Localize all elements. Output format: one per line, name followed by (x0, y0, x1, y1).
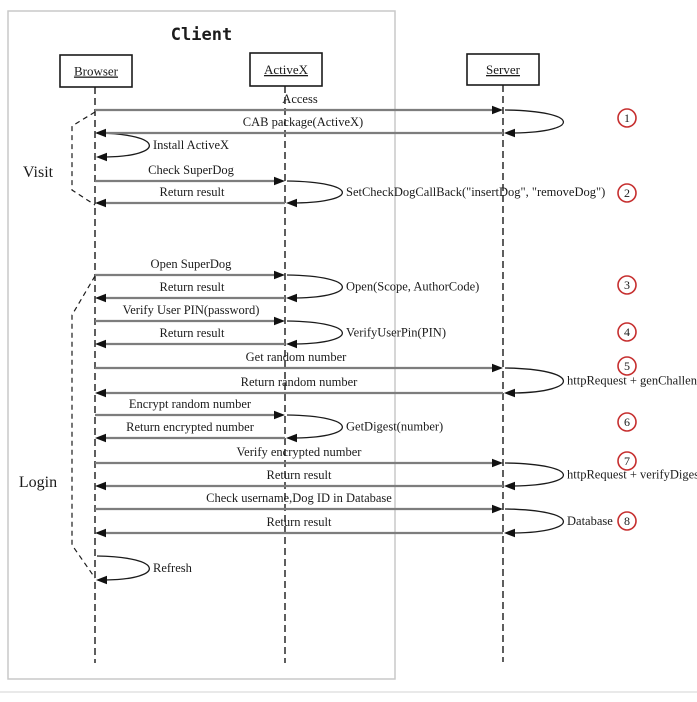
annotation-number: 4 (624, 325, 630, 339)
actor-label-browser: Browser (74, 64, 119, 79)
message-arrowhead (95, 293, 106, 303)
message-label: Return result (160, 185, 225, 199)
self-call-arrowhead (286, 339, 297, 349)
annotation-number: 7 (624, 454, 630, 468)
actor-label-server: Server (486, 62, 521, 77)
annotation-circle-5 (617, 356, 637, 376)
self-call-arrowhead (286, 433, 297, 443)
message-arrowhead (492, 504, 503, 514)
phase-label-visit: Visit (23, 164, 54, 181)
message-label: Return result (160, 280, 225, 294)
message-label: Open SuperDog (151, 257, 233, 271)
self-call-arc-activex (286, 414, 343, 439)
message-label: Return result (267, 468, 332, 482)
self-call-arrowhead (96, 575, 107, 585)
message-label: Return encrypted number (126, 420, 255, 434)
annotation-number: 3 (624, 278, 630, 292)
actor-box-activex (249, 52, 323, 87)
message-arrowhead (95, 198, 106, 208)
self-call-arc-activex (286, 320, 343, 345)
message-arrowhead (95, 388, 106, 398)
message-arrowhead (274, 316, 285, 326)
message-label: Verify User PIN(password) (123, 303, 260, 317)
self-call-arrowhead (96, 152, 107, 162)
message-label: CAB package(ActiveX) (243, 115, 363, 129)
self-call-arc-activex (286, 180, 343, 204)
actor-box-browser (59, 54, 133, 88)
message-label: Get random number (246, 350, 348, 364)
phase-label-login: Login (19, 474, 57, 491)
self-call-arc-server (504, 508, 564, 534)
self-call-label: Database (567, 514, 613, 528)
annotation-circle-6 (617, 412, 637, 432)
client-frame (7, 10, 396, 680)
annotation-circle-8 (617, 511, 637, 531)
message-arrowhead (274, 410, 285, 420)
message-arrowhead (95, 128, 106, 138)
self-call-arrowhead (504, 388, 515, 398)
self-call-arrowhead (504, 128, 515, 138)
message-arrowhead (492, 105, 503, 115)
self-call-arc-server (504, 109, 564, 134)
self-call-label: httpRequest + verifyDigest() (567, 468, 697, 482)
message-arrowhead (95, 528, 106, 538)
message-label: Check SuperDog (148, 163, 234, 177)
self-call-arc-server (504, 462, 564, 487)
annotation-circle-3 (617, 275, 637, 295)
self-call-arc-server (504, 367, 564, 394)
annotation-circle-2 (617, 183, 637, 203)
message-arrowhead (95, 339, 106, 349)
message-arrowhead (492, 458, 503, 468)
self-call-label: GetDigest(number) (346, 420, 443, 434)
annotation-circle-1 (617, 108, 637, 128)
annotation-number: 1 (624, 111, 630, 125)
message-arrowhead (95, 433, 106, 443)
annotation-number: 2 (624, 186, 630, 200)
message-arrowhead (95, 481, 106, 491)
message-arrowhead (274, 270, 285, 280)
message-arrowhead (274, 176, 285, 186)
message-label: Return result (267, 515, 332, 529)
message-label: Return result (160, 326, 225, 340)
self-call-arrowhead (504, 481, 515, 491)
self-call-label: Install ActiveX (153, 138, 229, 152)
self-call-arc-activex (286, 274, 343, 299)
self-call-label: SetCheckDogCallBack("insertDog", "remove… (346, 185, 605, 199)
self-call-arc-browser (96, 555, 150, 581)
self-call-label: Refresh (153, 561, 193, 575)
message-label: Check username,Dog ID in Database (206, 491, 392, 505)
self-call-arc-browser (96, 132, 150, 158)
message-label: Return random number (241, 375, 358, 389)
message-label: Encrypt random number (129, 397, 252, 411)
message-label: Access (282, 92, 318, 106)
self-call-arrowhead (286, 293, 297, 303)
self-call-arrowhead (286, 198, 297, 208)
actor-label-activex: ActiveX (264, 62, 309, 77)
phase-bracket-visit (71, 111, 96, 206)
annotation-circle-4 (617, 322, 637, 342)
self-call-label: Open(Scope, AuthorCode) (346, 280, 479, 294)
self-call-arrowhead (504, 528, 515, 538)
phase-bracket-login (71, 275, 96, 579)
message-arrowhead (492, 363, 503, 373)
self-call-label: httpRequest + genChallenge() (567, 374, 697, 388)
annotation-number: 8 (624, 514, 630, 528)
message-label: Verify encrypted number (237, 445, 363, 459)
annotation-number: 6 (624, 415, 630, 429)
actor-box-server (466, 53, 540, 86)
client-frame-title: Client (171, 25, 232, 45)
annotation-circle-7 (617, 451, 637, 471)
self-call-label: VerifyUserPin(PIN) (346, 326, 446, 340)
annotation-number: 5 (624, 359, 630, 373)
